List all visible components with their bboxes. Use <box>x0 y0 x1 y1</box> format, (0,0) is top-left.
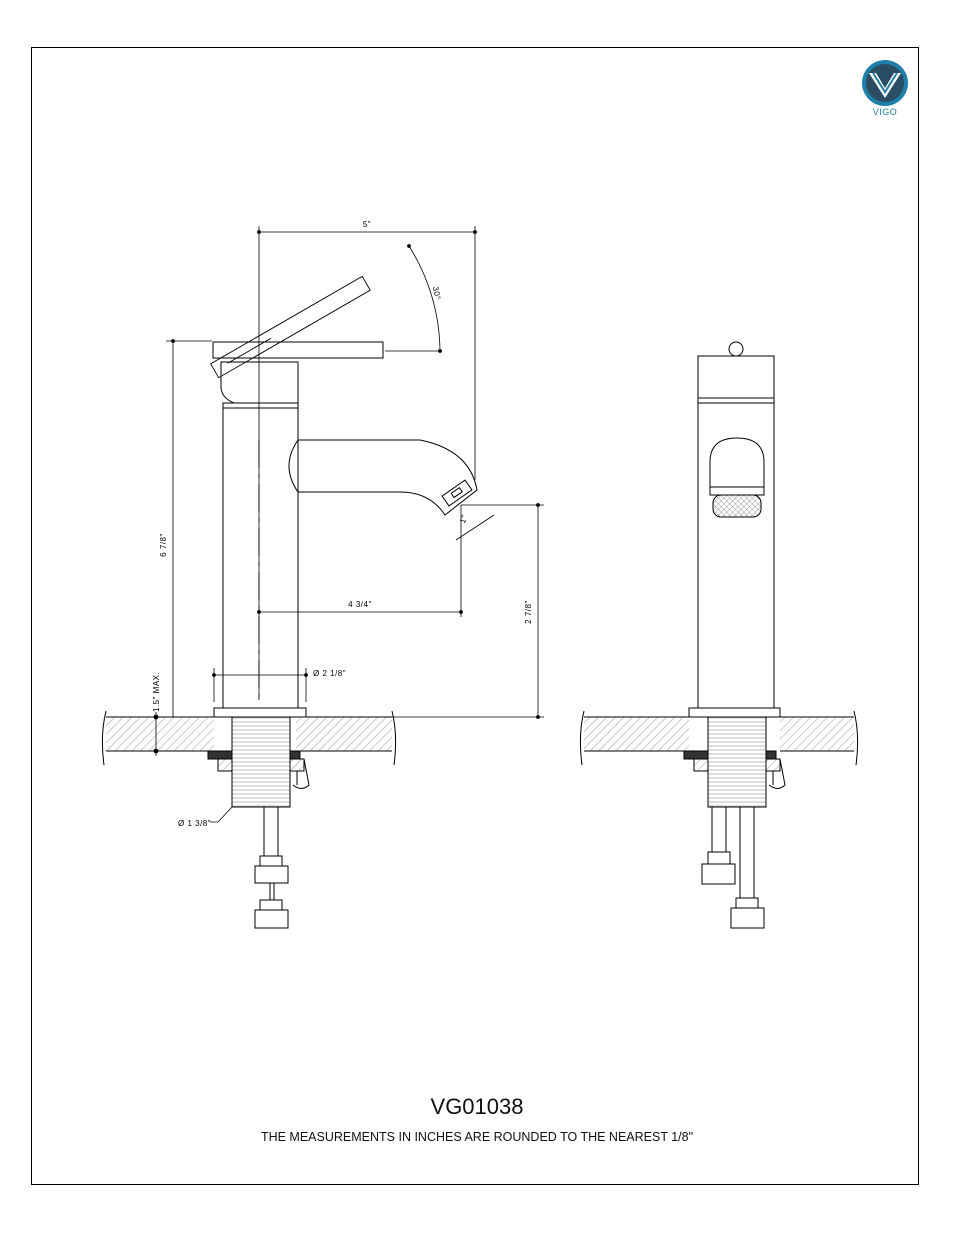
dim-base-diameter: Ø 2 1/8" <box>313 669 346 678</box>
dim-handle-reach: 5" <box>363 220 371 229</box>
shank-assembly-front <box>683 716 786 929</box>
dim-total-height: 6 7/8" <box>159 533 168 557</box>
measurement-note: THE MEASUREMENTS IN INCHES ARE ROUNDED T… <box>260 1130 694 1144</box>
dim-aerator: 1" <box>458 514 469 525</box>
vigo-v-logo-icon <box>862 60 908 106</box>
faucet-body-front <box>688 341 781 718</box>
dim-shank-diameter: Ø 1 3/8" <box>178 819 211 828</box>
shank-assembly-side <box>207 716 310 929</box>
dim-spout-reach: 4 3/4" <box>348 600 372 609</box>
dim-spout-height: 2 7/8" <box>524 600 533 624</box>
dim-deck-thickness: 1.5" MAX. <box>152 672 161 712</box>
front-view <box>579 341 859 929</box>
countertop-front <box>579 710 859 766</box>
dim-handle-angle: 30° <box>431 286 442 301</box>
logo-text: VIGO <box>872 107 898 117</box>
faucet-body-side <box>210 275 478 718</box>
vigo-logo: VIGO <box>859 58 911 120</box>
model-number: VG01038 <box>430 1094 524 1119</box>
drawing-sheet-border <box>31 47 919 1185</box>
dimension-lines <box>146 226 544 823</box>
side-view <box>101 226 544 929</box>
